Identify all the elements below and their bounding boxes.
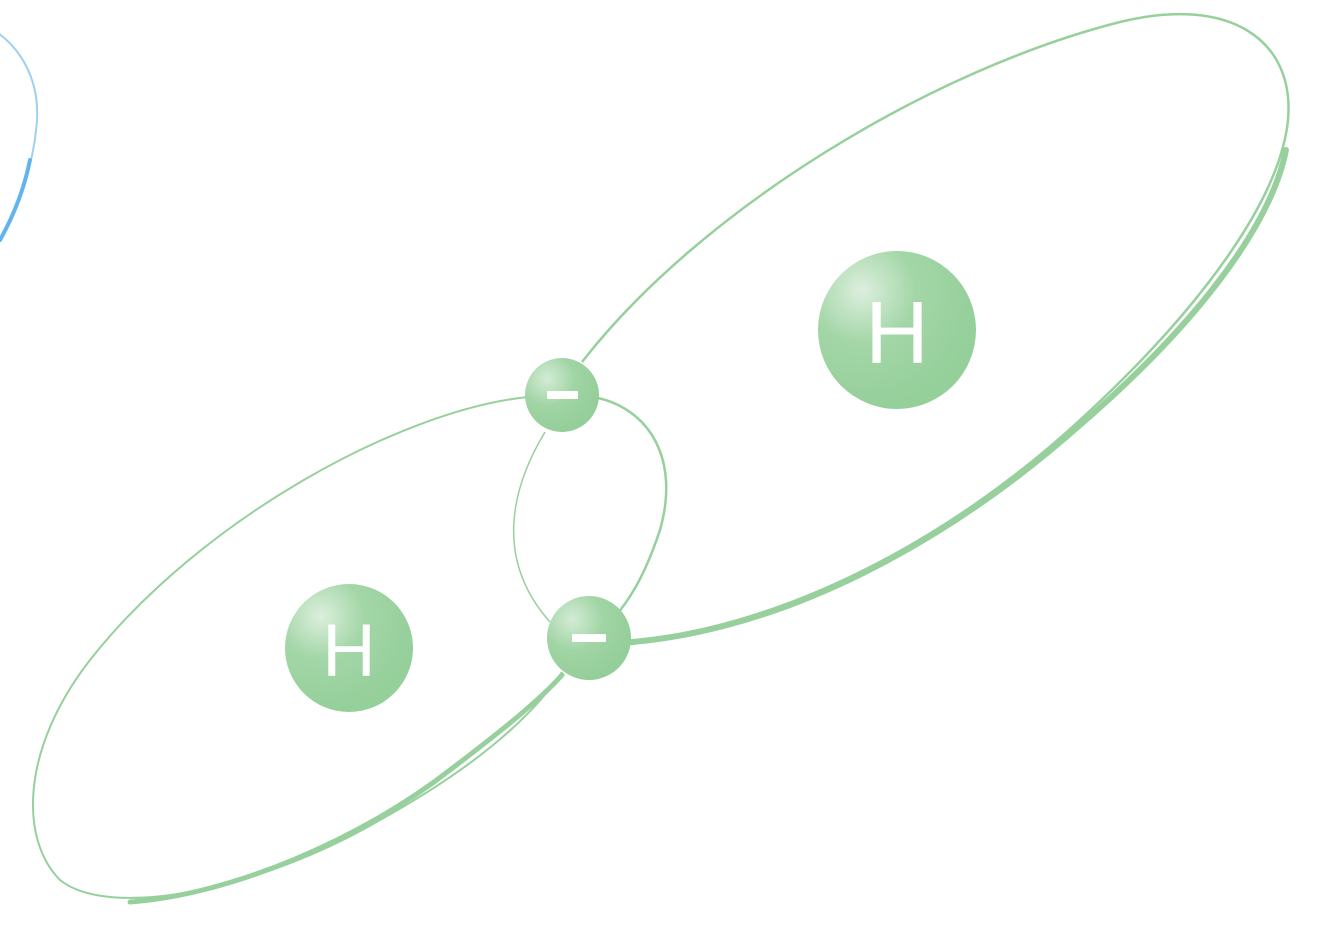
atom-label-upper-right: H bbox=[865, 283, 929, 382]
hydrogen-atom-lower-left: H bbox=[285, 584, 413, 712]
minus-icon bbox=[547, 391, 578, 399]
atom-label-lower-left: H bbox=[322, 609, 375, 692]
shared-bond-orbital bbox=[512, 396, 668, 623]
orbital-lower-left bbox=[32, 396, 565, 905]
minus-icon bbox=[572, 634, 606, 642]
electron-lower: – bbox=[547, 596, 631, 680]
partial-blue-orbital bbox=[0, 33, 39, 242]
electron-upper: – bbox=[525, 358, 599, 432]
hydrogen-atom-upper-right: H bbox=[818, 251, 976, 409]
orbital-upper-right bbox=[581, 12, 1290, 646]
